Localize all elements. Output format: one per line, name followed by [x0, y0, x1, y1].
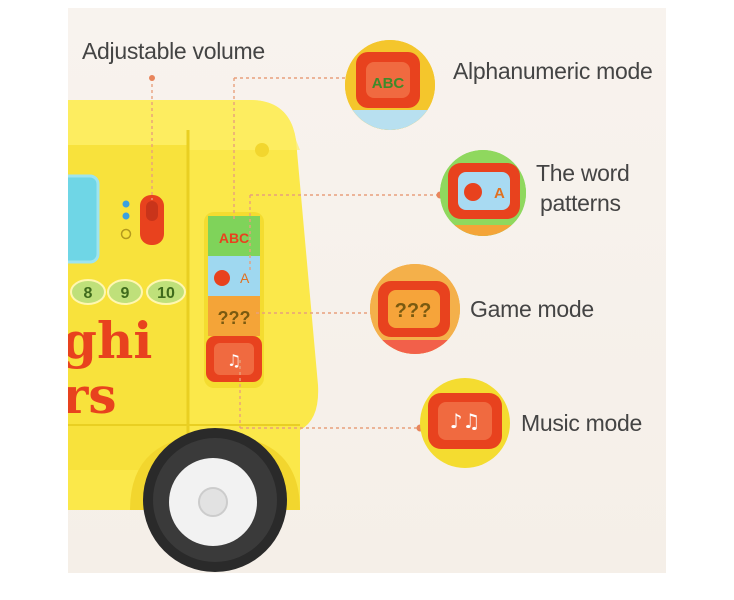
toy-letters-row-1: ghi — [62, 311, 152, 370]
bus-wheel — [130, 428, 300, 572]
music-note-icon: ♫ — [227, 351, 241, 370]
number-buttons: 8 9 10 — [70, 279, 186, 305]
music-mode-label: Music mode — [521, 410, 642, 436]
bubble-a-label: A — [494, 185, 505, 202]
music-note-icon: ♪♫ — [450, 409, 481, 433]
alphanumeric-mode-label: Alphanumeric mode — [453, 58, 653, 84]
number-button-8: 8 — [84, 285, 93, 302]
number-button-10: 10 — [157, 285, 175, 302]
bubble-question-label: ??? — [395, 300, 432, 322]
apple-icon — [214, 270, 230, 286]
number-button-9: 9 — [121, 285, 130, 302]
word-patterns-label-line-1: The word — [536, 160, 630, 186]
strip-abc-label: ABC — [219, 230, 249, 246]
mode-strip: ABC A ??? ♫ — [204, 212, 264, 388]
bubble-abc-label: ABC — [372, 75, 405, 92]
callout-lines — [151, 77, 440, 429]
bus-screen — [68, 174, 100, 264]
strip-question-label: ??? — [218, 308, 251, 328]
apple-icon — [464, 183, 482, 201]
alphanumeric-mode-bubble: ABC — [345, 40, 435, 130]
toy-letters-row-2: rs — [62, 366, 117, 425]
svg-text:A: A — [240, 270, 250, 286]
word-patterns-label-line-2: patterns — [540, 190, 621, 216]
game-mode-label: Game mode — [470, 296, 594, 322]
adjustable-volume-label: Adjustable volume — [82, 38, 265, 64]
music-mode-bubble: ♪♫ — [420, 378, 510, 468]
game-mode-bubble: ??? — [370, 264, 460, 354]
word-patterns-bubble: A — [440, 150, 526, 236]
